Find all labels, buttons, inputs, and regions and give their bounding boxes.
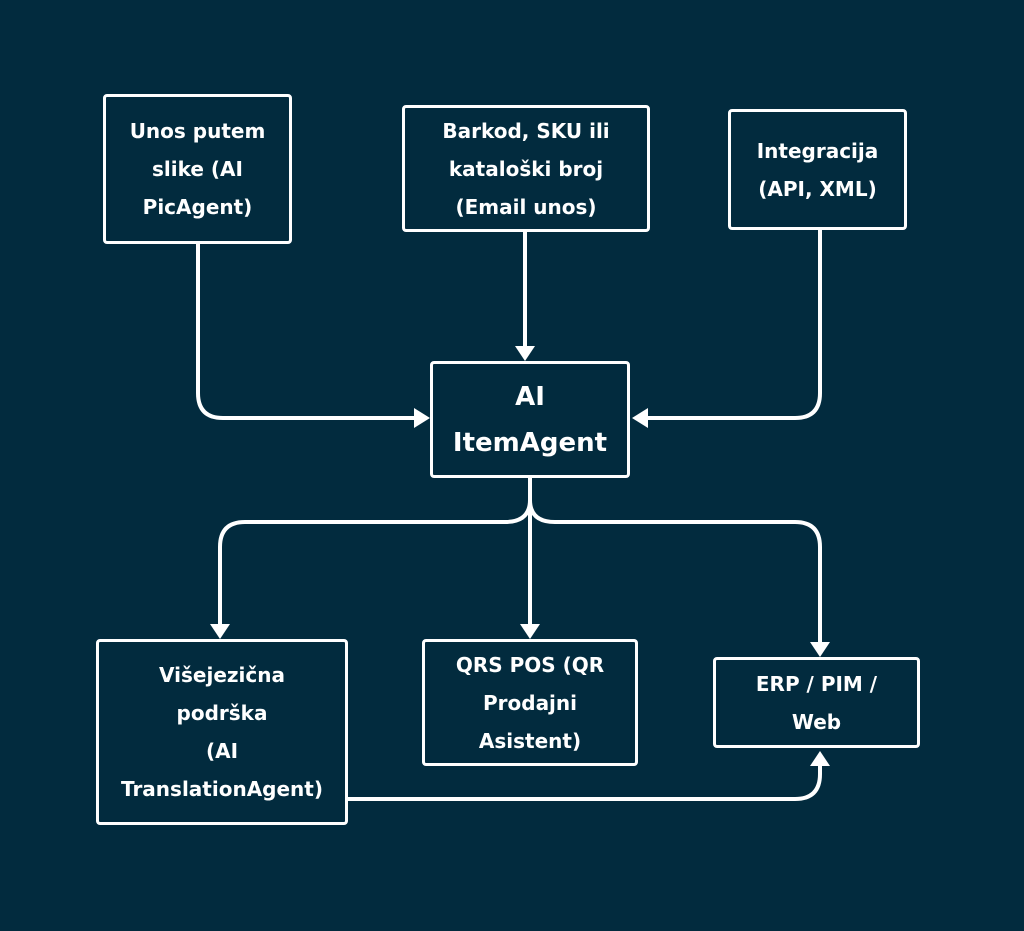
node-item-agent: AI ItemAgent bbox=[430, 361, 630, 478]
edge-item-agent-to-translation bbox=[218, 476, 532, 628]
arrowhead-into-erp-bottom bbox=[810, 751, 830, 766]
edge-translation-to-erp bbox=[346, 762, 822, 801]
node-qrs-pos: QRS POS (QR Prodajni Asistent) bbox=[422, 639, 638, 766]
node-integration-label: Integracija (API, XML) bbox=[756, 138, 879, 201]
arrowhead-into-item-agent-left bbox=[414, 408, 430, 428]
edge-item-agent-to-erp bbox=[528, 498, 822, 646]
node-barcode-label: Barkod, SKU ili kataloški broj (Email un… bbox=[442, 118, 610, 219]
node-erp-label: ERP / PIM / Web bbox=[755, 671, 878, 734]
node-pic-agent-label: Unos putem slike (AI PicAgent) bbox=[129, 119, 266, 219]
arrowhead-into-item-agent-top bbox=[515, 346, 535, 361]
node-pic-agent: Unos putem slike (AI PicAgent) bbox=[103, 94, 292, 244]
edge-pic-agent-to-item-agent bbox=[196, 242, 418, 420]
node-translation: Višejezična podrška (AI TranslationAgent… bbox=[96, 639, 348, 825]
arrowhead-into-erp-top bbox=[810, 642, 830, 657]
edge-integration-to-item-agent bbox=[644, 228, 822, 420]
node-item-agent-label: AI ItemAgent bbox=[452, 381, 608, 458]
node-barcode: Barkod, SKU ili kataloški broj (Email un… bbox=[402, 105, 650, 232]
node-qrs-pos-label: QRS POS (QR Prodajni Asistent) bbox=[455, 652, 605, 753]
node-erp: ERP / PIM / Web bbox=[713, 657, 920, 748]
arrowhead-into-item-agent-right bbox=[632, 408, 648, 428]
node-translation-label: Višejezična podrška (AI TranslationAgent… bbox=[121, 663, 323, 801]
arrowhead-into-qrs-pos bbox=[520, 624, 540, 639]
arrowhead-into-translation bbox=[210, 624, 230, 639]
node-integration: Integracija (API, XML) bbox=[728, 109, 907, 230]
